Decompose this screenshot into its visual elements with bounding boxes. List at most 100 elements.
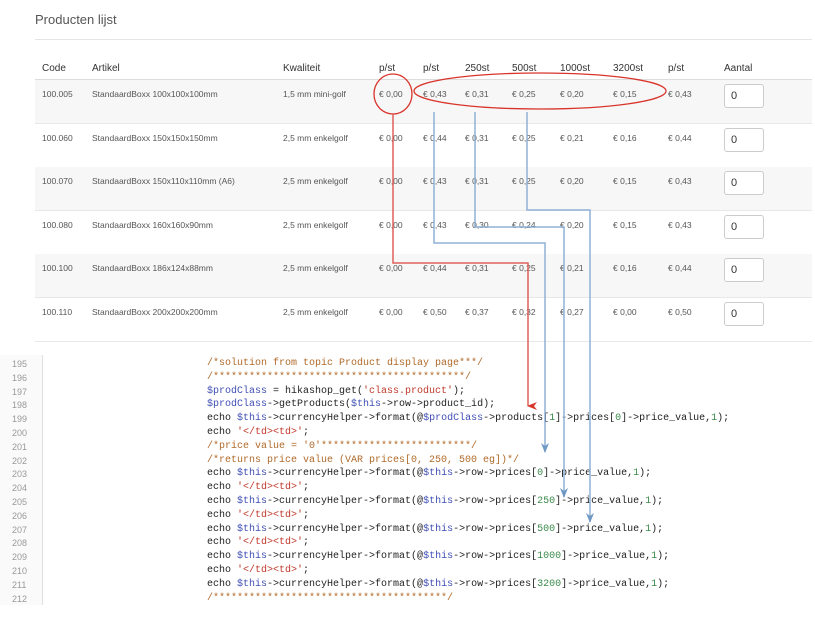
quantity-input[interactable] (724, 84, 764, 108)
code-token-var: $this (237, 468, 268, 480)
code-token-plain: ]->price_value, (555, 496, 646, 507)
table-cell: € 0,15 (613, 89, 637, 99)
code-token-str: '</td><td>' (237, 537, 304, 549)
code-token-plain: echo (207, 565, 238, 576)
code-token-plain: ); (717, 413, 730, 425)
table-cell: € 0,21 (560, 263, 584, 273)
line-number: 198 (12, 400, 28, 411)
table-cell: € 0,50 (668, 306, 692, 317)
code-token-num: 1 (645, 523, 652, 535)
code-token-plain: echo (207, 413, 238, 425)
code-token-plain: echo (207, 523, 238, 535)
table-cell: € 0,44 (423, 263, 447, 273)
table-row: 100.070 StandaardBoxx 150x110x110mm (A6) 2… (35, 167, 812, 211)
code-token-var: $this (351, 399, 382, 411)
code-line: echo $this->currencyHelper->format(@$thi… (207, 550, 669, 564)
table-cell: € 0,44 (423, 132, 447, 143)
table-cell: 100.060 (42, 132, 73, 143)
code-token-plain: ->row->prices[ (453, 523, 538, 535)
code-token-plain: ]->prices[ (555, 413, 616, 425)
line-number: 201 (12, 441, 28, 452)
line-number: 199 (12, 414, 28, 425)
code-token-plain: ->row->prices[ (453, 496, 538, 507)
code-token-plain: ); (657, 551, 670, 563)
code-token-plain: ->products[ (483, 413, 550, 425)
code-token-num: 3200 (537, 578, 562, 590)
table-cell: € 0,31 (465, 132, 489, 143)
line-number: 197 (12, 386, 28, 397)
code-token-num: 1 (651, 578, 658, 590)
column-header: 250st (465, 63, 490, 74)
line-number: 206 (12, 510, 28, 521)
quantity-input[interactable] (724, 301, 764, 326)
code-line: echo $this->currencyHelper->format(@$thi… (207, 467, 651, 481)
column-header: p/st (668, 63, 685, 74)
line-number: 196 (12, 372, 28, 383)
code-token-var: $prodClass (207, 399, 268, 411)
code-token-var: $this (423, 578, 454, 590)
column-header: p/st (423, 63, 440, 74)
table-cell: € 0,15 (613, 219, 637, 230)
code-token-plain: ->currencyHelper->format(@ (267, 496, 424, 507)
table-cell: 100.070 (42, 176, 73, 186)
code-token-var: $this (423, 551, 454, 563)
code-token-num: 1 (651, 551, 658, 563)
code-line: echo '</td><td>'; (207, 426, 309, 440)
code-line: $prodClass = hikashop_get('class.product… (207, 385, 465, 399)
table-cell: € 0,21 (560, 132, 584, 143)
code-token-num: 500 (537, 523, 556, 535)
code-line: $prodClass->getProducts($this->row->prod… (207, 398, 495, 412)
column-header: Artikel (92, 63, 120, 74)
code-token-plain: ; (303, 427, 310, 438)
code-token-plain: echo (207, 509, 238, 521)
table-cell: 2,5 mm enkelgolf (283, 263, 348, 273)
quantity-input[interactable] (724, 258, 764, 282)
code-token-plain: ); (639, 468, 652, 480)
code-token-plain: ->currencyHelper->format(@ (267, 578, 424, 590)
code-token-plain: ->currencyHelper->format(@ (267, 551, 424, 563)
code-token-var: $this (237, 578, 268, 590)
table-cell: 100.080 (42, 219, 73, 230)
code-token-comment: /*returns price value (VAR prices[0, 250… (207, 454, 520, 466)
code-token-plain: ]->price_value, (561, 578, 652, 590)
code-token-var: $this (237, 551, 268, 563)
line-number: 202 (12, 455, 28, 466)
code-token-plain: ); (453, 385, 466, 397)
table-cell: € 0,00 (379, 89, 403, 99)
table-cell: € 0,43 (668, 219, 692, 230)
table-cell: 2,5 mm enkelgolf (283, 176, 348, 186)
code-line: echo $this->currencyHelper->format(@$thi… (207, 578, 669, 592)
table-cell: € 0,00 (379, 263, 403, 273)
code-token-str: '</td><td>' (237, 509, 304, 521)
quantity-input[interactable] (724, 171, 764, 195)
code-line: echo '</td><td>'; (207, 564, 309, 578)
code-token-num: 1 (633, 468, 640, 480)
code-token-plain: echo (207, 537, 238, 549)
code-token-comment: /***************************************… (207, 371, 472, 383)
code-token-var: $this (423, 468, 454, 480)
code-token-var: $this (237, 523, 268, 535)
quantity-input[interactable] (724, 127, 764, 152)
table-cell: € 0,31 (465, 263, 489, 273)
code-token-str: '</td><td>' (237, 427, 304, 438)
column-header: Aantal (724, 63, 753, 74)
table-cell: StandaardBoxx 150x110x110mm (A6) (92, 176, 235, 186)
code-token-plain: ; (303, 537, 310, 549)
code-token-comment: /*solution from topic Product display pa… (207, 358, 484, 369)
code-line: echo $this->currencyHelper->format(@$thi… (207, 495, 663, 509)
code-token-plain: echo (207, 427, 238, 438)
quantity-input[interactable] (724, 214, 764, 239)
table-cell: € 0,00 (613, 306, 637, 317)
code-token-plain: ->row->prices[ (453, 578, 538, 590)
line-number: 212 (12, 593, 28, 604)
code-line: echo '</td><td>'; (207, 481, 309, 495)
table-cell: € 0,31 (465, 89, 489, 99)
table-cell: € 0,25 (512, 263, 536, 273)
table-cell: € 0,20 (560, 89, 584, 99)
code-line: echo '</td><td>'; (207, 536, 309, 550)
line-number: 200 (12, 428, 28, 438)
table-cell: € 0,32 (512, 306, 536, 317)
